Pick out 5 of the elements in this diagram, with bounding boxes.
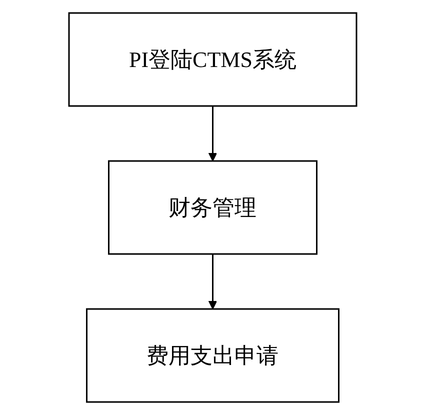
arrow: [208, 254, 217, 309]
node-box: 费用支出申请: [86, 308, 340, 402]
arrow: [208, 106, 217, 161]
node-box: PI登陆CTMS系统: [68, 12, 357, 106]
node-box: 财务管理: [108, 160, 318, 254]
